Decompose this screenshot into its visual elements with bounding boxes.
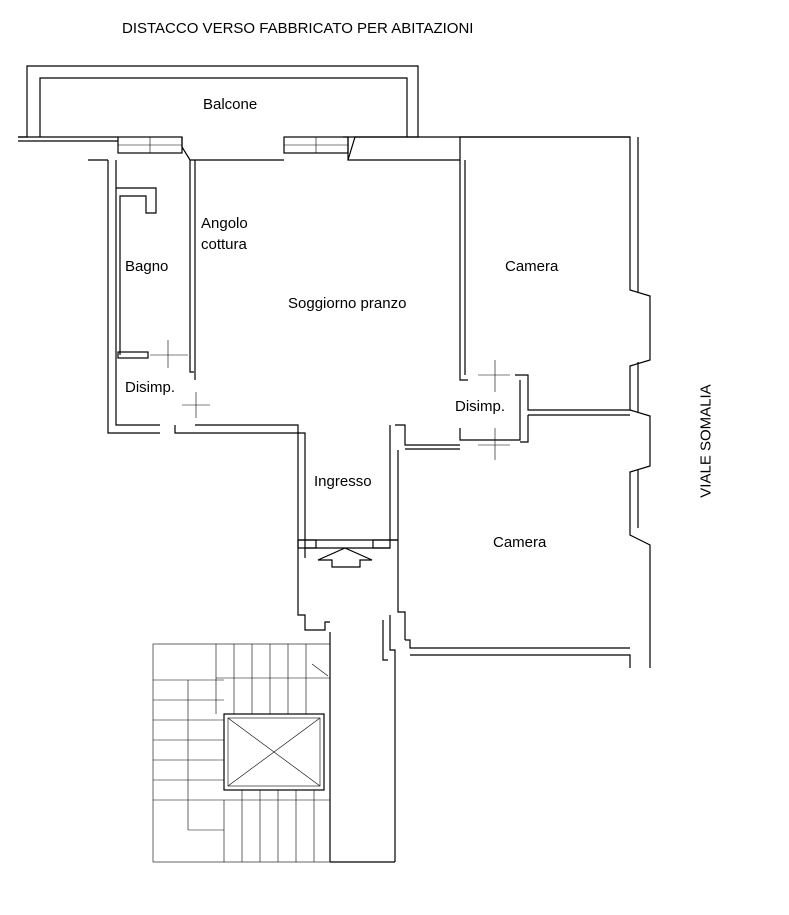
room-label-camera-bottom: Camera bbox=[493, 534, 547, 551]
staircase-walls bbox=[297, 562, 396, 863]
room-label-ingresso: Ingresso bbox=[314, 473, 372, 490]
room-label-soggiorno: Soggiorno pranzo bbox=[288, 295, 407, 312]
window-balcony-right bbox=[283, 136, 349, 154]
entrance-walls bbox=[297, 424, 631, 668]
room-label-balcone: Balcone bbox=[203, 96, 258, 113]
room-label-disimp-right: Disimp. bbox=[455, 398, 506, 415]
room-label-bagno: Bagno bbox=[125, 258, 169, 275]
header-title: DISTACCO VERSO FABBRICATO PER ABITAZIONI bbox=[122, 20, 474, 37]
stair-treads-left bbox=[153, 679, 224, 831]
bathroom-walls bbox=[116, 160, 210, 418]
entrance-arrow bbox=[317, 547, 373, 568]
outer-walls bbox=[88, 136, 651, 668]
window-balcony-left bbox=[117, 136, 183, 154]
stair-treads-top bbox=[215, 644, 330, 714]
stair-treads-bottom bbox=[223, 790, 330, 862]
stairs bbox=[152, 643, 331, 863]
bedroom-walls bbox=[459, 160, 630, 460]
room-label-angolo-line2: cottura bbox=[201, 236, 247, 253]
room-label-disimp-left: Disimp. bbox=[125, 379, 176, 396]
room-label-camera-top: Camera bbox=[505, 258, 559, 275]
street-label: VIALE SOMALIA bbox=[697, 384, 715, 498]
room-label-angolo-line1: Angolo bbox=[201, 215, 248, 232]
